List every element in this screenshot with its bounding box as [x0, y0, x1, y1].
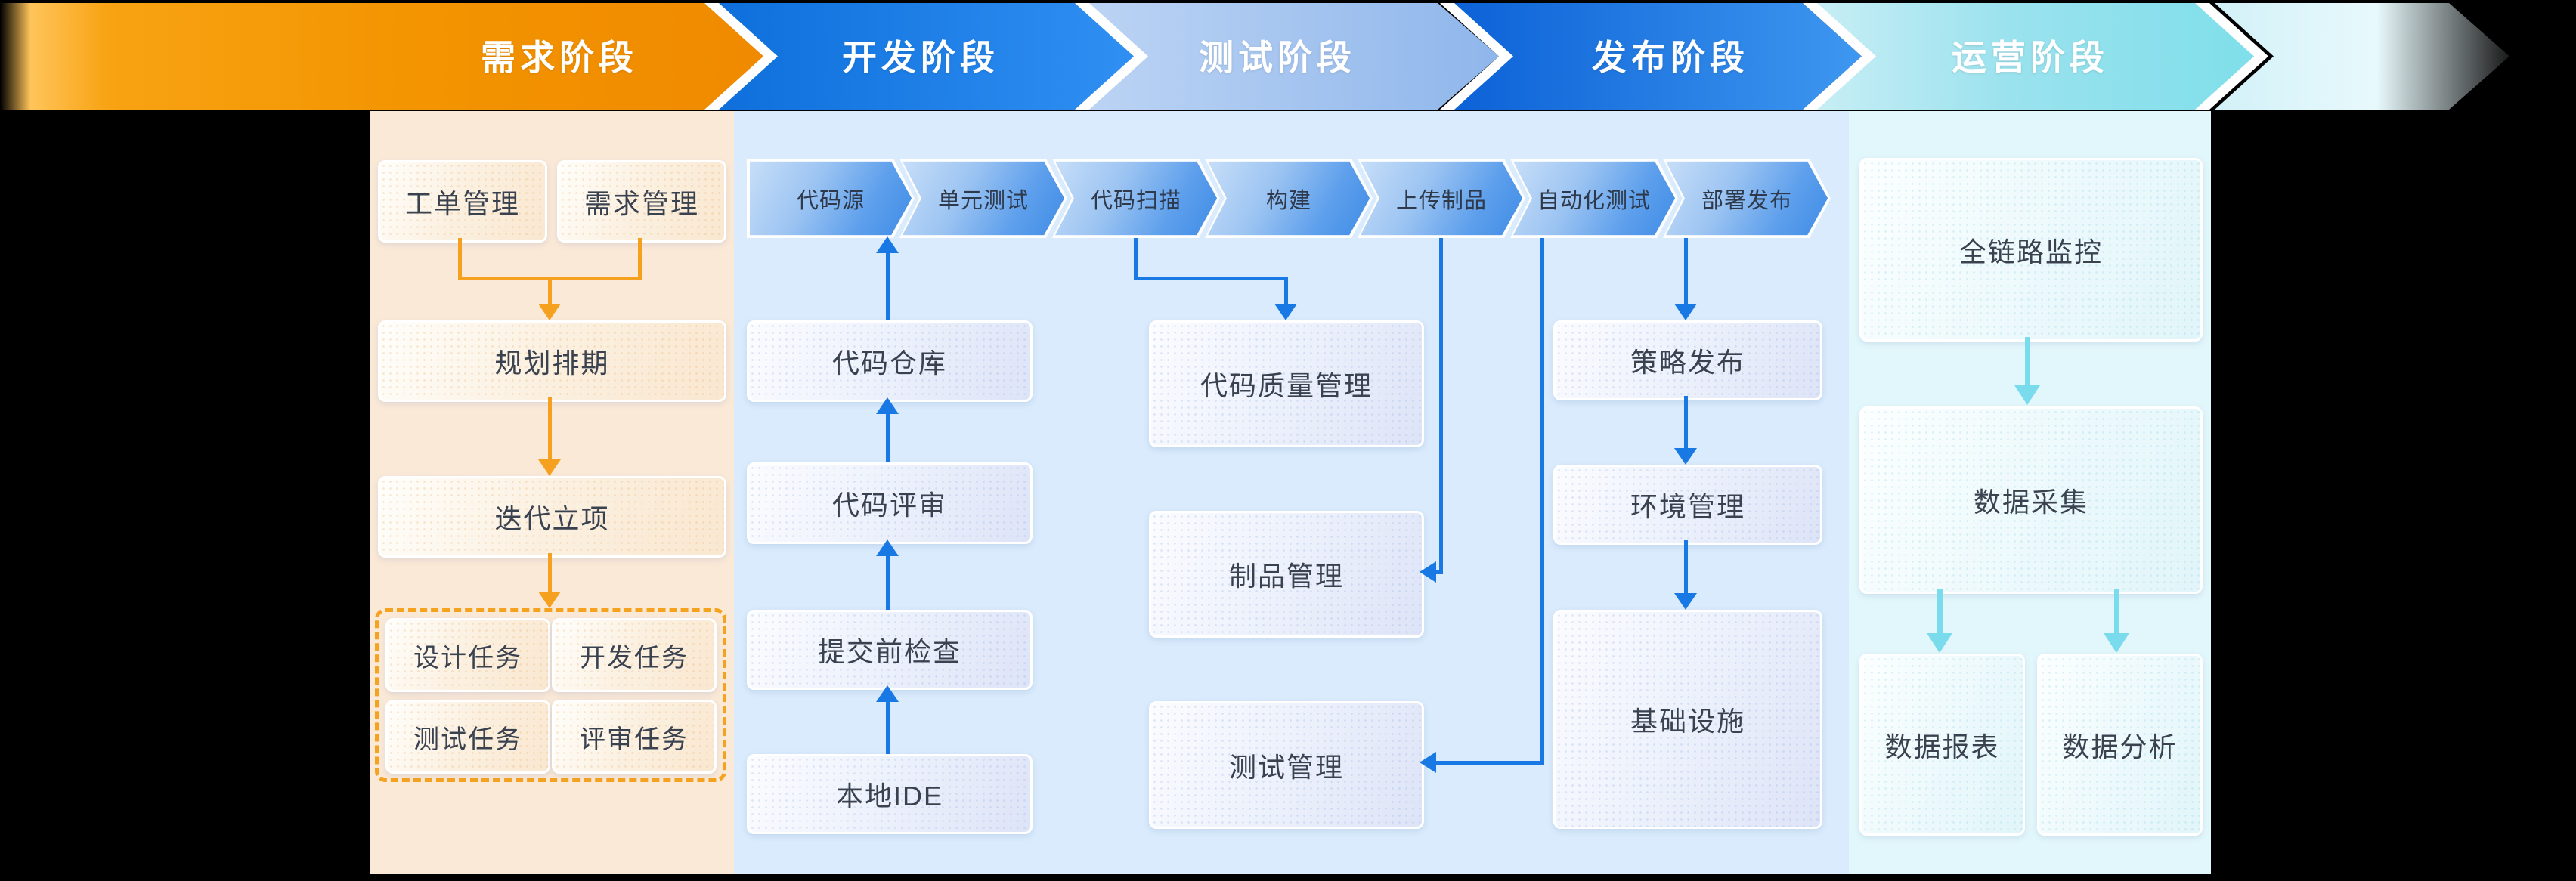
connector-review-to-repo [886, 413, 890, 462]
node-demand-mgmt: 需求管理 [557, 160, 726, 243]
node-test-task: 测试任务 [385, 700, 550, 774]
pipeline-step-label: 构建 [1265, 188, 1311, 213]
connector-merge-down [548, 278, 552, 305]
pipeline-step-label: 代码源 [796, 188, 865, 213]
node-local-ide: 本地IDE [747, 754, 1033, 834]
node-artifact-mgmt: 制品管理 [1149, 511, 1424, 638]
pipeline-step-build: 构建 [1205, 159, 1373, 238]
connector-ticket-down [458, 238, 462, 278]
stage-label-release: 发布阶段 [1592, 38, 1749, 77]
chevron-fill [902, 161, 1065, 236]
node-data-report: 数据报表 [1859, 654, 2025, 836]
node-infrastructure: 基础设施 [1553, 610, 1822, 829]
arrowhead-to-code-source [876, 236, 899, 253]
stage-banner-requirement [0, 3, 763, 110]
chevron-fill [1360, 161, 1523, 236]
pipeline-step-unit-test: 单元测试 [899, 159, 1067, 238]
chevron-fill [1665, 161, 1828, 236]
arrowhead-to-code-repo [876, 397, 899, 414]
connector-scan-into-quality [1284, 277, 1288, 305]
node-fullchain-monitor: 全链路监控 [1859, 158, 2203, 342]
connector-scan-right [1134, 277, 1288, 280]
arrowhead-to-precommit [876, 685, 899, 702]
connector-scan-down [1134, 238, 1138, 280]
stage-banner-operations [1811, 3, 2254, 110]
pipeline-step-label: 部署发布 [1701, 188, 1792, 213]
arrowhead-to-data-report [1927, 633, 1952, 653]
node-plan-schedule: 规划排期 [378, 320, 726, 402]
arrowhead-to-test-mgmt [1420, 752, 1436, 773]
connector-collect-to-analysis [2114, 589, 2119, 635]
task-group-border [375, 608, 726, 782]
connector-env-to-infra [1684, 540, 1688, 595]
node-env-mgmt: 环境管理 [1553, 465, 1822, 545]
connector-collect-to-report [1937, 589, 1943, 635]
arrowhead-to-data-collect [2014, 385, 2040, 405]
pipeline-step-code-source: 代码源 [747, 159, 915, 238]
connector-strategy-to-env [1684, 396, 1688, 450]
stage-label-requirement: 需求阶段 [481, 38, 638, 77]
stage-label-operations: 运营阶段 [1952, 38, 2109, 77]
arrowhead-to-iteration [538, 459, 561, 476]
connector-autotest-down [1540, 238, 1544, 765]
arrowhead-to-artifact-mgmt [1420, 561, 1436, 583]
node-data-analysis: 数据分析 [2037, 654, 2203, 836]
pipeline-step-auto-test: 自动化测试 [1510, 159, 1678, 238]
pipeline-step-upload-artifact: 上传制品 [1358, 159, 1525, 238]
pipeline-step-code-scan: 代码扫描 [1052, 159, 1220, 238]
connector-artifact-left [1435, 570, 1443, 574]
node-data-collect: 数据采集 [1859, 406, 2203, 594]
node-code-quality: 代码质量管理 [1149, 320, 1424, 447]
node-dev-task: 开发任务 [552, 618, 717, 692]
connector-monitor-to-collect [2025, 337, 2030, 387]
connector-check-to-review [886, 555, 890, 610]
arrowhead-to-data-analysis [2104, 633, 2129, 653]
connector-repo-to-source [886, 252, 890, 320]
node-design-task: 设计任务 [385, 618, 550, 692]
connector-artifact-down [1439, 238, 1443, 574]
arrowhead-to-infra [1674, 593, 1697, 610]
connector-deploy-to-strategy [1684, 238, 1688, 305]
stage-banner-release [1446, 3, 1862, 110]
stage-label-development: 开发阶段 [842, 38, 999, 77]
node-ticket-mgmt: 工单管理 [378, 160, 547, 243]
chevron-fill [749, 161, 912, 236]
pipeline-step-label: 自动化测试 [1537, 188, 1651, 213]
stage-banner-testing [1085, 3, 1499, 110]
arrowhead-to-env [1674, 448, 1697, 465]
pipeline-step-deploy-release: 部署发布 [1663, 159, 1831, 238]
chevron-fill [1512, 161, 1676, 236]
node-strategy-release: 策略发布 [1553, 320, 1822, 400]
arrowhead-to-code-quality [1274, 304, 1297, 320]
stage-banner-development [716, 3, 1134, 110]
connector-autotest-left [1435, 761, 1544, 765]
node-code-repo: 代码仓库 [747, 320, 1033, 402]
connector-plan-to-iteration [548, 397, 552, 461]
arrowhead-to-tasks [538, 592, 561, 608]
stage-label-testing: 测试阶段 [1199, 38, 1356, 77]
pipeline-step-label: 上传制品 [1395, 188, 1487, 213]
connector-iteration-to-tasks [548, 553, 552, 593]
arrowhead-to-code-review [876, 539, 899, 556]
node-precommit-check: 提交前检查 [747, 610, 1033, 690]
node-iteration-setup: 迭代立项 [378, 476, 726, 558]
node-code-review: 代码评审 [747, 462, 1033, 544]
node-test-mgmt: 测试管理 [1149, 701, 1424, 829]
arrowhead-to-strategy [1674, 304, 1697, 320]
chevron-fill [1054, 161, 1218, 236]
connector-demand-down [638, 238, 642, 278]
arrowhead-to-plan [538, 304, 561, 320]
node-review-task: 评审任务 [552, 700, 717, 774]
connector-ide-to-check [886, 700, 890, 754]
chevron-fill [1207, 161, 1370, 236]
pipeline-step-label: 代码扫描 [1090, 188, 1181, 213]
pipeline-step-label: 单元测试 [937, 188, 1029, 213]
